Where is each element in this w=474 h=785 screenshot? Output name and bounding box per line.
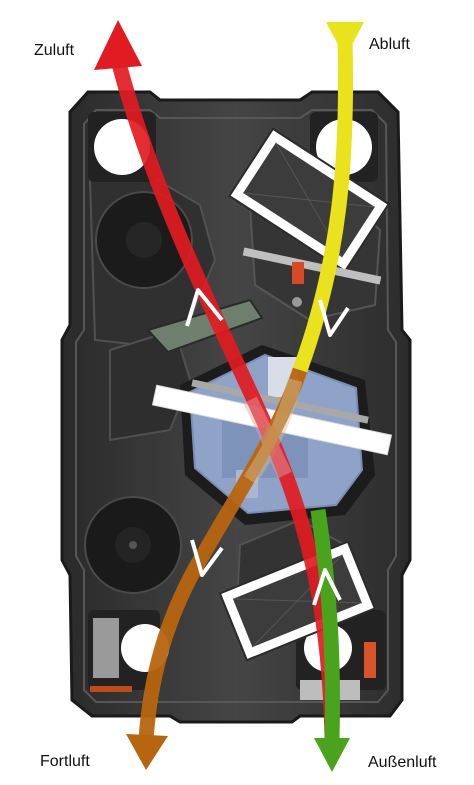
fortluft-head-icon bbox=[126, 734, 168, 770]
zuluft-head-icon bbox=[94, 20, 142, 70]
fortluft-label: Fortluft bbox=[40, 753, 90, 771]
abluft-head-icon bbox=[326, 22, 364, 58]
exhaust-fan bbox=[85, 497, 181, 593]
zuluft-label: Zuluft bbox=[34, 42, 74, 60]
aussenluft-head-icon bbox=[314, 738, 350, 772]
abluft-label: Abluft bbox=[369, 36, 410, 54]
aussenluft-label: Außenluft bbox=[368, 754, 436, 772]
